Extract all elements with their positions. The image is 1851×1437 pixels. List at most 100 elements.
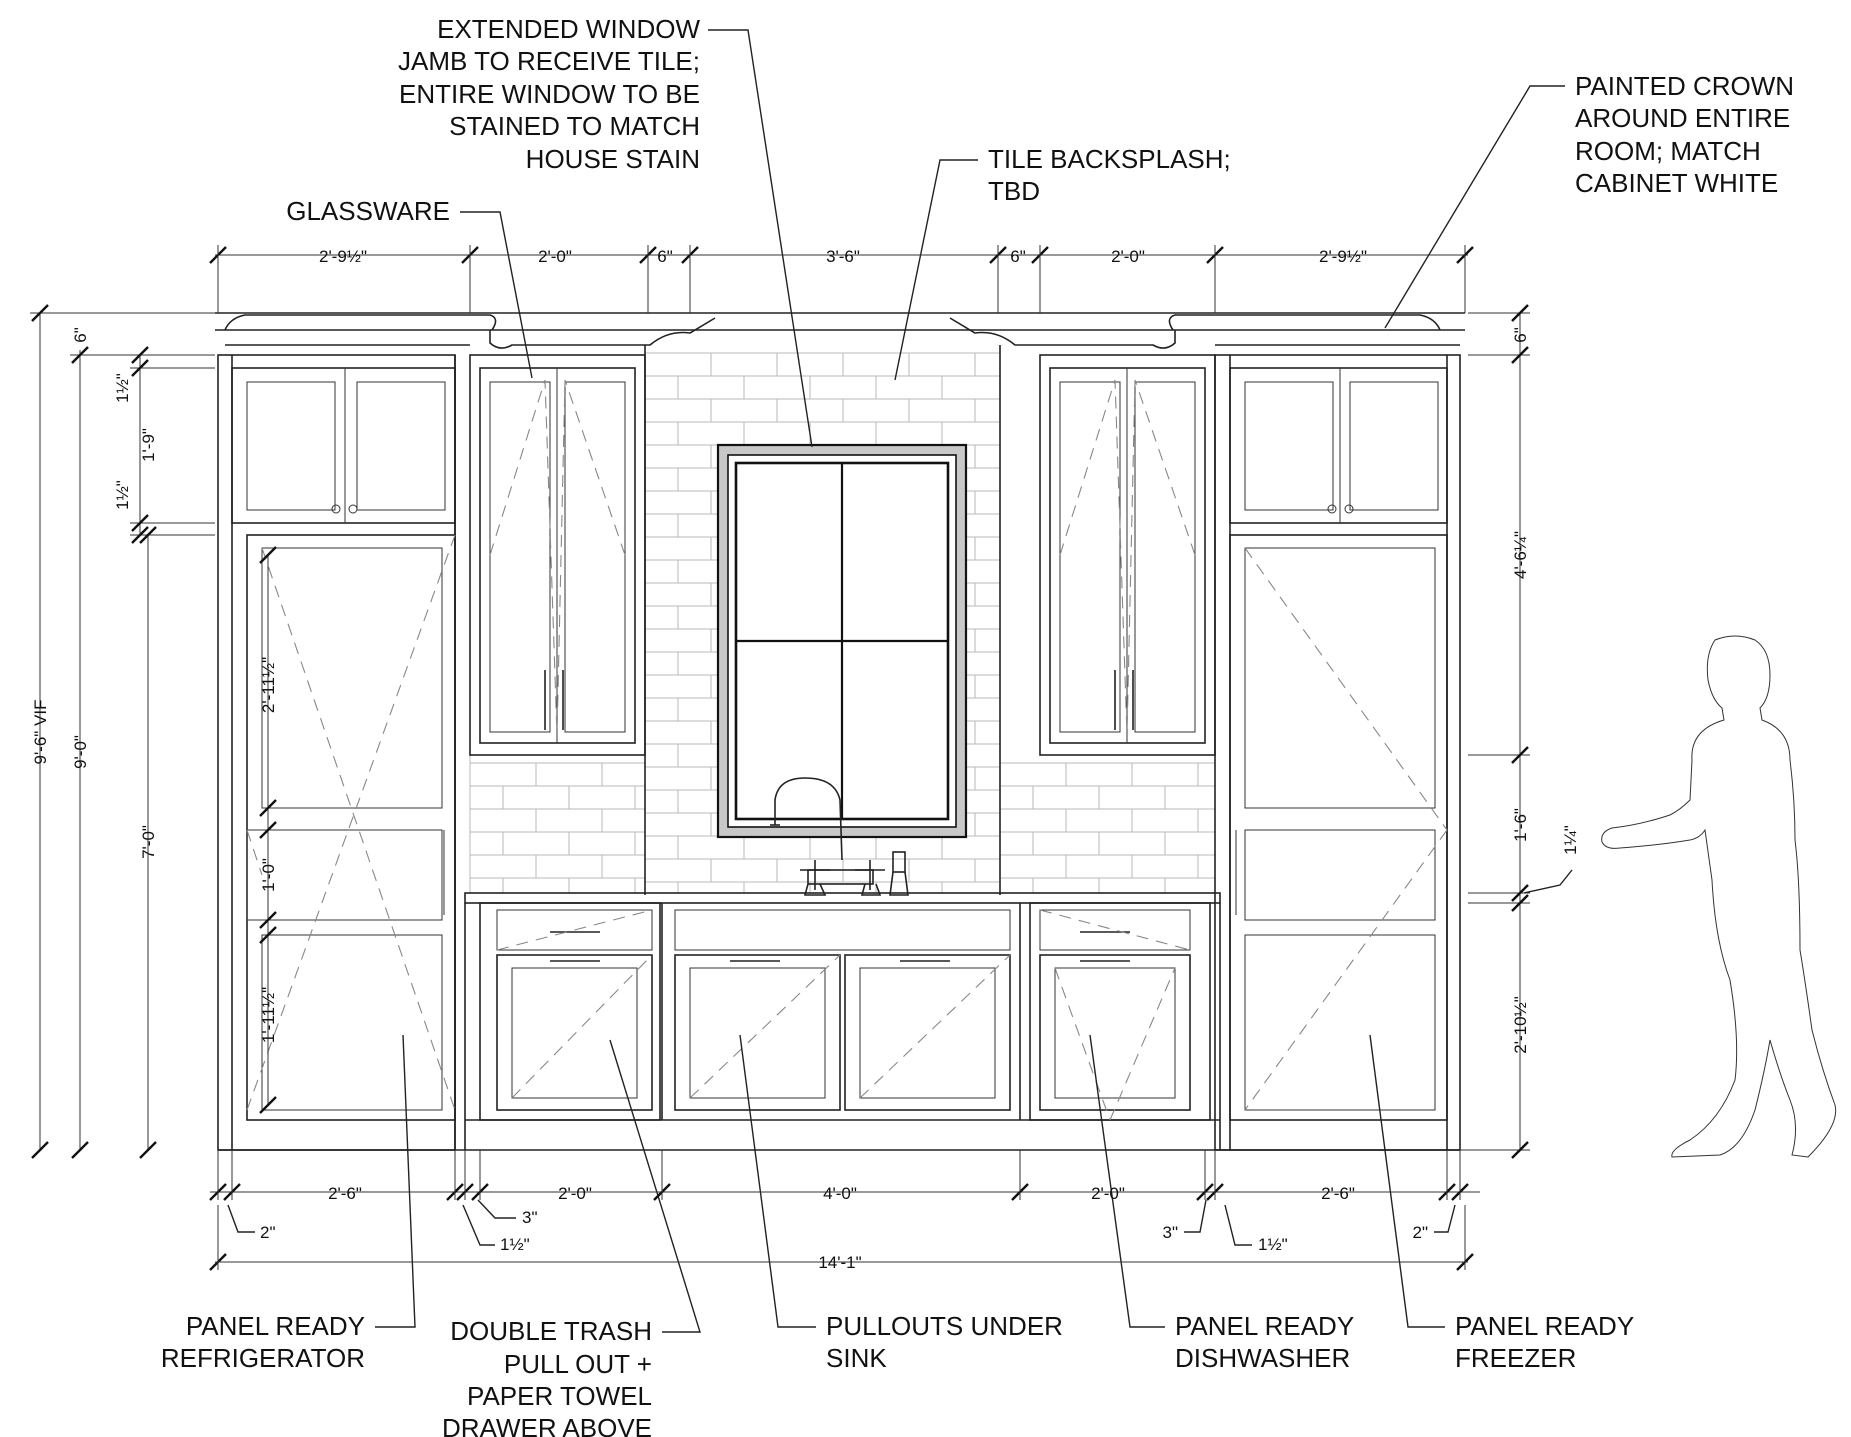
callout-window-line: ENTIRE WINDOW TO BE [399,79,700,109]
dimension-tick [259,1096,277,1114]
dim-label: 1½" [500,1235,530,1254]
callout-crown-line: PAINTED CROWN [1575,71,1794,101]
dim-label: 6" [71,327,90,343]
callout-crown-line: CABINET WHITE [1575,168,1778,198]
dim-label: 3" [1163,1223,1179,1242]
callout-pullouts-line: SINK [826,1343,887,1373]
callout-crown-line: AROUND ENTIRE [1575,103,1790,133]
callout-dishwasher: PANEL READY DISHWASHER [1089,1034,1354,1373]
callout-refrigerator-line: REFRIGERATOR [161,1343,365,1373]
dim-label: 3" [522,1208,538,1227]
dimension-tick [259,926,277,944]
dimension-tick [71,1141,89,1159]
callout-trash-line: PAPER TOWEL [467,1381,652,1411]
dimension-tick [31,304,49,322]
left-tall-cabinet [217,354,456,1151]
dim-label: 2" [260,1223,276,1242]
dim-label: 2'-0" [1111,247,1145,266]
dimension-tick [131,514,149,532]
human-figure-scale [1601,635,1837,1158]
dim-label: 7'-0" [139,825,158,859]
callout-window-line: JAMB TO RECEIVE TILE; [398,46,700,76]
left-dimension-lines: 9'-6" VIF 9'-0" 7'-0" 6" 1½" 1'-9" 1½" 2… [30,304,278,1159]
dimension-tick [1511,304,1529,322]
dimension-tick [1511,884,1529,902]
dim-label: 4'-6¼" [1511,531,1530,579]
dimension-tick [1511,1141,1529,1159]
callout-backsplash-line: TILE BACKSPLASH; [988,144,1231,174]
callout-freezer-line: FREEZER [1455,1343,1576,1373]
dim-label: 1½" [1258,1235,1288,1254]
right-tall-cabinet [1214,354,1461,1151]
callout-backsplash-line: TBD [988,176,1040,206]
callout-window-line: STAINED TO MATCH [449,111,700,141]
dimension-tick [259,911,277,929]
callout-crown-line: ROOM; MATCH [1575,136,1761,166]
dim-label: 2'-0" [558,1184,592,1203]
dim-label: 2'-9½" [319,247,367,266]
dimension-tick [131,526,149,544]
callout-crown: PAINTED CROWN AROUND ENTIRE ROOM; MATCH … [1384,71,1794,329]
dimension-tick [259,799,277,817]
dim-label: 2'-10½" [1511,996,1530,1053]
callout-freezer-line: PANEL READY [1455,1311,1634,1341]
callout-backsplash: TILE BACKSPLASH; TBD [894,144,1231,381]
bottom-dimension-line: 2'-6" 2'-0" 4'-0" 2'-0" 2'-6" 2" 1½" 3" … [209,1150,1480,1272]
dim-label: 1'-9" [139,428,158,462]
dimension-tick [31,1141,49,1159]
callout-pullouts: PULLOUTS UNDER SINK [739,1034,1063,1373]
dim-label: 2'-6" [1321,1184,1355,1203]
dim-label: 1'-0" [259,858,278,892]
callout-trash-line: PULL OUT + [504,1349,652,1379]
dim-label: 2'-0" [1091,1184,1125,1203]
dim-label: 6" [657,247,673,266]
dim-label: 6" [1511,327,1530,343]
callout-dishwasher-line: PANEL READY [1175,1311,1354,1341]
dim-label: 3'-6" [826,247,860,266]
dim-overall-label: 14'-1" [818,1253,861,1272]
dim-label: 9'-6" VIF [31,699,50,764]
callout-dishwasher-line: DISHWASHER [1175,1343,1350,1373]
callout-window: EXTENDED WINDOW JAMB TO RECEIVE TILE; EN… [398,14,813,448]
dimension-tick [131,346,149,364]
dim-label: 2" [1413,1223,1429,1242]
crown-molding [215,312,1465,349]
dimension-tick [139,526,157,544]
left-glass-upper-cabinet [469,345,646,895]
dimension-tick [1511,346,1529,364]
callout-glassware-label: GLASSWARE [286,196,450,226]
dim-label: 2'-0" [538,247,572,266]
callout-refrigerator: PANEL READY REFRIGERATOR [161,1034,416,1373]
callout-window-line: EXTENDED WINDOW [437,14,700,44]
dimension-tick [1511,894,1529,912]
dimension-tick [131,359,149,377]
dim-label: 9'-0" [71,735,90,769]
dim-label: 6" [1010,247,1026,266]
dimension-tick [1511,746,1529,764]
dim-label: 1'-11½" [259,987,278,1043]
dim-label: 2'-11½" [259,657,278,713]
callout-glassware: GLASSWARE [286,196,533,379]
callout-freezer: PANEL READY FREEZER [1369,1034,1634,1373]
dim-label: 2'-6" [328,1184,362,1203]
top-dimension-line: 2'-9½" 2'-0" 6" 3'-6" 6" 2'-0" 2'-9½" [209,245,1474,313]
dimension-tick [259,821,277,839]
right-glass-upper-cabinet [999,345,1216,895]
callout-refrigerator-line: PANEL READY [186,1311,365,1341]
dim-label: 1½" [113,373,132,403]
dimension-tick [139,1141,157,1159]
dim-label: 1½" [113,480,132,510]
callout-trash: DOUBLE TRASH PULL OUT + PAPER TOWEL DRAW… [442,1039,701,1437]
window [716,443,968,839]
callout-pullouts-line: PULLOUTS UNDER [826,1311,1063,1341]
dim-label: 1'-6" [1511,808,1530,842]
dim-label: 4'-0" [823,1184,857,1203]
dim-label: 2'-9½" [1319,247,1367,266]
base-cabinets [218,892,1460,1151]
dimension-tick [259,546,277,564]
faucet [770,777,909,896]
callout-window-line: HOUSE STAIN [526,144,700,174]
callout-trash-line: DRAWER ABOVE [442,1413,652,1437]
right-dimension-lines: 6" 4'-6¼" 1'-6" 1¼" 2'-10½" [1460,304,1580,1159]
